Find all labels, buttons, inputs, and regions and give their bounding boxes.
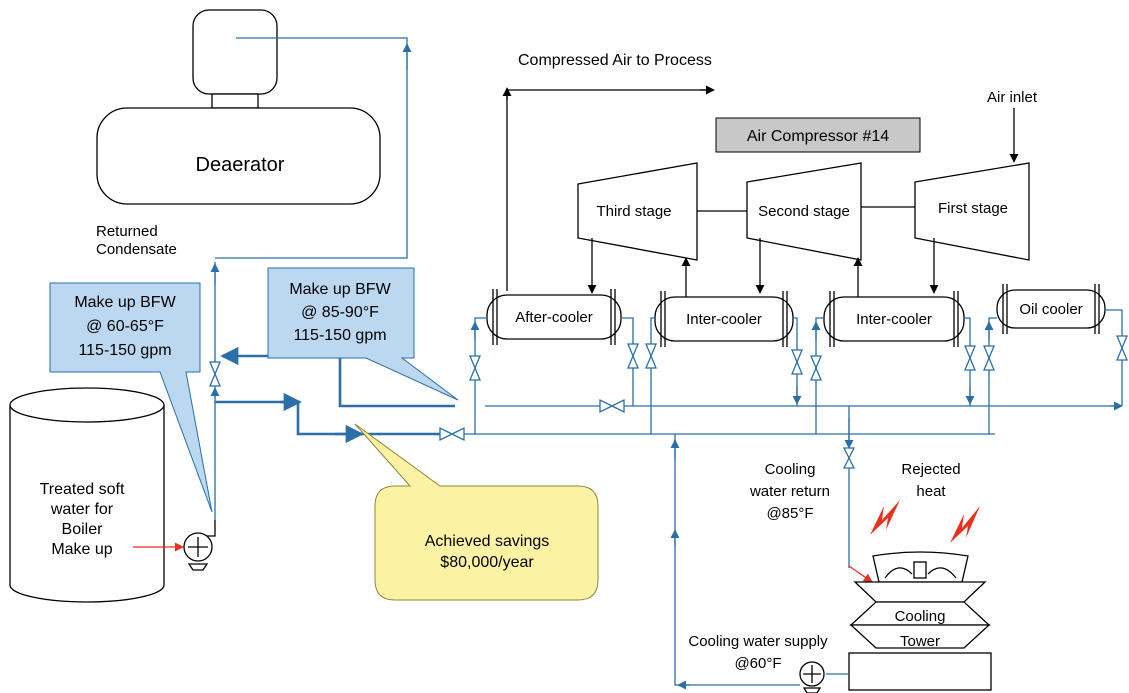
callout-cold-bfw-line3: 115-150 gpm bbox=[78, 342, 171, 359]
callout-savings-box bbox=[354, 423, 599, 601]
cooling-supply-line bbox=[674, 434, 800, 686]
tower-return-valve-icon bbox=[842, 447, 856, 469]
callout-savings-line1: Achieved savings bbox=[425, 533, 550, 550]
inter-cooler-1: Inter-cooler bbox=[654, 291, 794, 347]
callout-warm-bfw-line3: 115-150 gpm bbox=[293, 327, 386, 344]
first-stage bbox=[914, 162, 1030, 261]
deaerator-label: Deaerator bbox=[196, 154, 285, 176]
rejected-heat-label-1: Rejected bbox=[901, 461, 960, 478]
callout-warm-bfw-box bbox=[267, 267, 459, 401]
inter-cooler-2-label: Inter-cooler bbox=[856, 311, 932, 328]
deaerator-vessel bbox=[96, 107, 381, 205]
first-stage-label: First stage bbox=[938, 200, 1008, 217]
returned-condensate-label-2: Condensate bbox=[96, 241, 177, 258]
cooling-supply-label-2: @60°F bbox=[734, 655, 781, 672]
compressor-name-box bbox=[715, 117, 921, 153]
tower-section-3 bbox=[849, 624, 991, 649]
callout-savings: Achieved savings $80,000/year bbox=[354, 423, 599, 601]
callout-cold-bfw: Make up BFW @ 60-65°F 115-150 gpm bbox=[49, 282, 213, 513]
callout-cold-bfw-box bbox=[49, 282, 213, 513]
tank-label-4: Make up bbox=[51, 541, 112, 558]
return-valve-icon bbox=[599, 398, 625, 414]
returned-condensate-label-1: Returned bbox=[96, 223, 158, 240]
oil-cooler: Oil cooler bbox=[996, 284, 1106, 334]
after-cooler: After-cooler bbox=[486, 289, 622, 345]
tower-basin bbox=[848, 652, 992, 691]
air-inlet-label: Air inlet bbox=[987, 89, 1038, 106]
callout-warm-bfw-line1: Make up BFW bbox=[289, 281, 391, 298]
callout-warm-bfw-line2: @ 85-90°F bbox=[301, 304, 379, 321]
compressor-name: Air Compressor #14 bbox=[747, 128, 889, 145]
callout-savings-line2: $80,000/year bbox=[440, 554, 534, 571]
tower-fan-blades-icon bbox=[884, 567, 957, 579]
tower-section-1 bbox=[853, 581, 987, 603]
heat-arrow-left-icon bbox=[870, 500, 900, 535]
tank-label-1: Treated soft bbox=[40, 481, 125, 498]
third-stage-label: Third stage bbox=[596, 203, 671, 220]
tower-inlet-arrow bbox=[848, 565, 873, 583]
cooling-return-label-2: water return bbox=[749, 483, 830, 500]
deaerator-dome bbox=[192, 9, 278, 95]
cooling-return-label-3: @85°F bbox=[766, 505, 813, 522]
after-cooler-label: After-cooler bbox=[515, 309, 593, 326]
third-stage bbox=[577, 162, 698, 261]
heat-arrow-right-icon bbox=[950, 506, 980, 543]
tank-top bbox=[9, 387, 165, 423]
callout-warm-bfw: Make up BFW @ 85-90°F 115-150 gpm bbox=[267, 267, 459, 401]
compressed-air-label: Compressed Air to Process bbox=[518, 52, 712, 69]
deaerator-neck bbox=[211, 93, 259, 109]
tank-label-2: water for bbox=[50, 501, 114, 518]
soft-water-tank: Treated soft water for Boiler Make up bbox=[9, 387, 165, 603]
tower-label-2: Tower bbox=[900, 633, 940, 650]
oil-cooler-label: Oil cooler bbox=[1019, 301, 1082, 318]
cooling-return-label-1: Cooling bbox=[765, 461, 816, 478]
cooling-supply-label-1: Cooling water supply bbox=[688, 633, 828, 650]
callout-cold-bfw-line2: @ 60-65°F bbox=[86, 318, 164, 335]
second-stage-label: Second stage bbox=[758, 203, 850, 220]
tank-body bbox=[9, 405, 165, 603]
cooling-water-pump-icon bbox=[799, 661, 825, 693]
deaerator: Deaerator bbox=[96, 9, 381, 205]
rejected-heat-label-2: heat bbox=[916, 483, 946, 500]
inter-cooler-1-label: Inter-cooler bbox=[686, 311, 762, 328]
cooling-tower: Cooling Tower bbox=[848, 551, 992, 691]
inter-cooler-2: Inter-cooler bbox=[823, 291, 965, 347]
tank-label-3: Boiler bbox=[62, 521, 104, 538]
bfw-pump-icon bbox=[183, 520, 216, 571]
callout-cold-bfw-line1: Make up BFW bbox=[74, 294, 176, 311]
tower-fan-hub bbox=[913, 561, 927, 579]
riser-valve-icon bbox=[209, 361, 221, 387]
tower-label-1: Cooling bbox=[895, 608, 946, 625]
cooler-water-connections bbox=[469, 309, 1128, 434]
supply-valve-icon bbox=[439, 426, 465, 442]
deaerator-feed-line bbox=[215, 37, 408, 259]
